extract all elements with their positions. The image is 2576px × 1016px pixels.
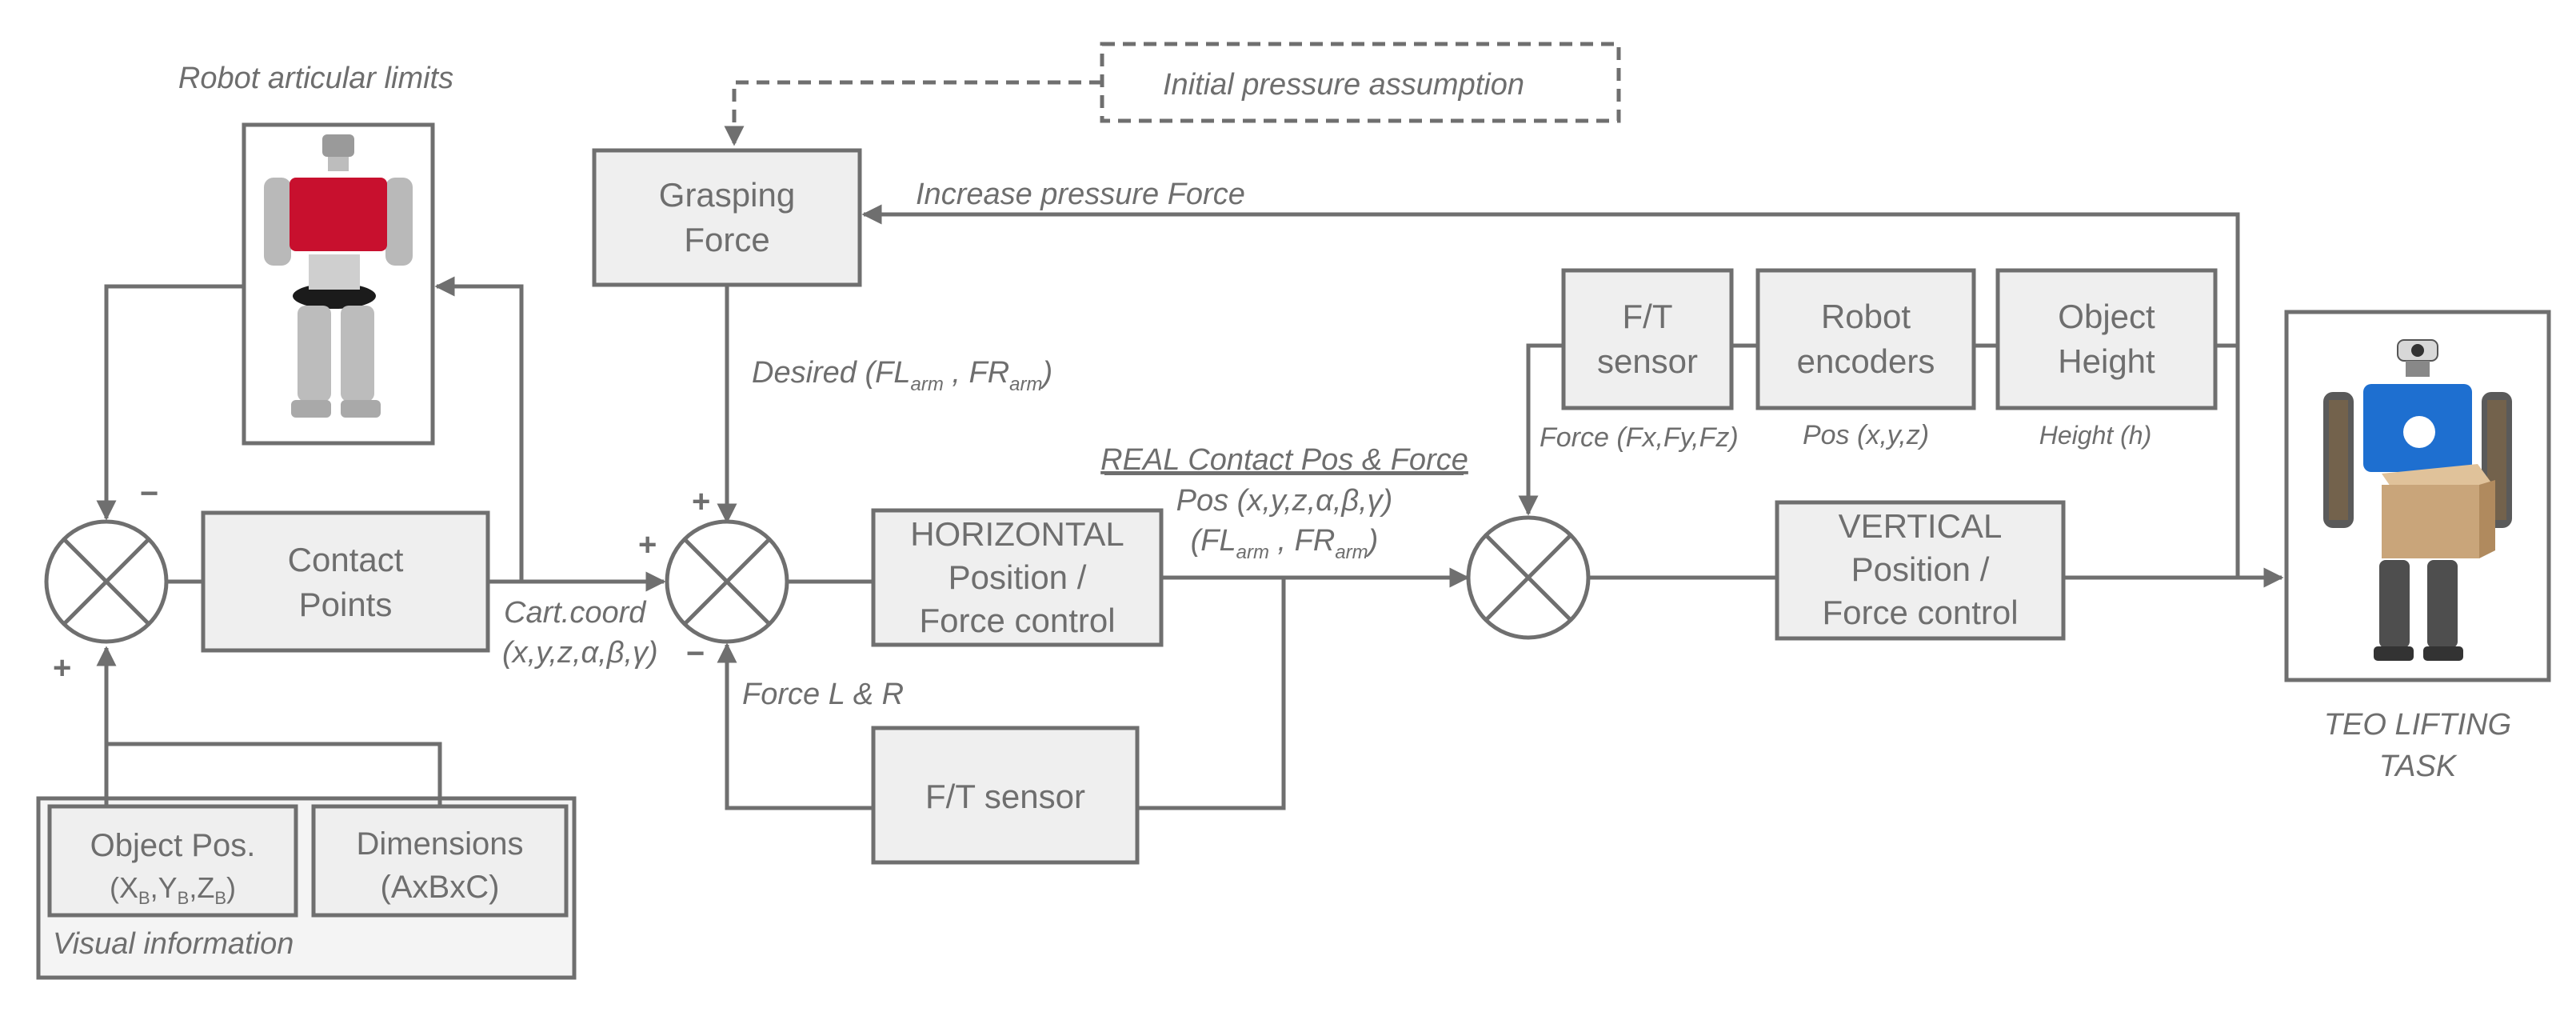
force-fxyz-label: Force (Fx,Fy,Fz) bbox=[1540, 422, 1739, 453]
initial-pressure-label: Initial pressure assumption bbox=[1163, 68, 1524, 102]
desired-force-label: Desired (FLarm , FRarm) bbox=[752, 356, 1052, 395]
increase-pressure-arrow bbox=[861, 204, 2240, 578]
robot-limits-image bbox=[242, 122, 435, 446]
horizontal-label-1: HORIZONTAL bbox=[910, 515, 1124, 553]
horizontal-label-3: Force control bbox=[919, 602, 1115, 639]
real-force-label: (FLarm , FRarm) bbox=[1191, 524, 1379, 563]
sum2-plus-top: + bbox=[692, 484, 710, 519]
contact-points-block bbox=[201, 510, 490, 653]
sum1-plus: + bbox=[53, 650, 71, 686]
force-lr-label: Force L & R bbox=[742, 678, 904, 711]
grasping-force-block bbox=[592, 148, 862, 287]
dimensions-block bbox=[311, 804, 569, 918]
real-pos-label: Pos (x,y,z,α,β,γ) bbox=[1176, 484, 1393, 518]
horizontal-label-2: Position / bbox=[949, 558, 1087, 596]
initial-pressure-arrow bbox=[724, 80, 1102, 146]
vertical-label-1: VERTICAL bbox=[1839, 507, 2003, 545]
cart-coord-label-1: Cart.coord bbox=[504, 596, 647, 630]
teo-task-label-2: TASK bbox=[2379, 750, 2458, 783]
visual-info-label: Visual information bbox=[53, 927, 294, 961]
dimensions-label-2: (AxBxC) bbox=[381, 870, 500, 905]
object-pos-block bbox=[47, 804, 298, 918]
sum1-minus: − bbox=[140, 476, 158, 511]
dimensions-link bbox=[106, 742, 442, 806]
ft-to-sum2-arrow bbox=[717, 642, 873, 810]
ft-feedback-line bbox=[1137, 578, 1286, 810]
summing-junction-2 bbox=[665, 519, 789, 644]
robot-encoders-block bbox=[1755, 268, 1976, 410]
height-h-label: Height (h) bbox=[2039, 421, 2152, 450]
robot-encoders-label-2: encoders bbox=[1797, 342, 1935, 380]
ft-sensor-bottom-label: F/T sensor bbox=[925, 778, 1085, 815]
vertical-control-block bbox=[1775, 500, 2066, 641]
object-pos-label-1: Object Pos. bbox=[90, 828, 256, 863]
contact-points-label-1: Contact bbox=[288, 541, 404, 578]
vertical-label-3: Force control bbox=[1822, 594, 2018, 631]
sum2-plus-left: + bbox=[638, 527, 657, 562]
ft-top-to-sum3-arrow bbox=[1518, 343, 1564, 516]
object-height-label-1: Object bbox=[2058, 298, 2155, 335]
ft-sensor-top-label-2: sensor bbox=[1597, 342, 1698, 380]
vertical-label-2: Position / bbox=[1851, 550, 1990, 588]
dimensions-label-1: Dimensions bbox=[357, 826, 524, 862]
summing-junction-1 bbox=[44, 519, 169, 644]
object-height-block bbox=[1995, 268, 2218, 410]
ft-sensor-top-label-1: F/T bbox=[1623, 298, 1673, 335]
teo-robot-image bbox=[2284, 310, 2551, 682]
ft-sensor-bottom-block bbox=[871, 726, 1140, 865]
contact-points-label-2: Points bbox=[299, 586, 393, 623]
sum2-minus: − bbox=[686, 636, 705, 671]
cart-coord-label-2: (x,y,z,α,β,γ) bbox=[502, 636, 658, 670]
robot-encoders-label-1: Robot bbox=[1821, 298, 1911, 335]
real-contact-label: REAL Contact Pos & Force bbox=[1100, 443, 1468, 477]
ft-sensor-top-block bbox=[1561, 268, 1734, 410]
robot-limits-label: Robot articular limits bbox=[178, 62, 453, 95]
horizontal-control-block bbox=[871, 508, 1164, 647]
summing-junction-3 bbox=[1466, 515, 1591, 640]
increase-pressure-label: Increase pressure Force bbox=[916, 178, 1245, 211]
object-height-label-2: Height bbox=[2058, 342, 2155, 380]
teo-task-label-1: TEO LIFTING bbox=[2324, 708, 2511, 742]
limits-to-sum1-arrow bbox=[96, 284, 244, 521]
grasping-force-label-2: Force bbox=[684, 221, 769, 258]
grasping-force-label-1: Grasping bbox=[659, 176, 795, 214]
object-pos-label-2: (XB,YB,ZB) bbox=[110, 871, 236, 908]
pos-xyz-label: Pos (x,y,z) bbox=[1803, 420, 1929, 450]
